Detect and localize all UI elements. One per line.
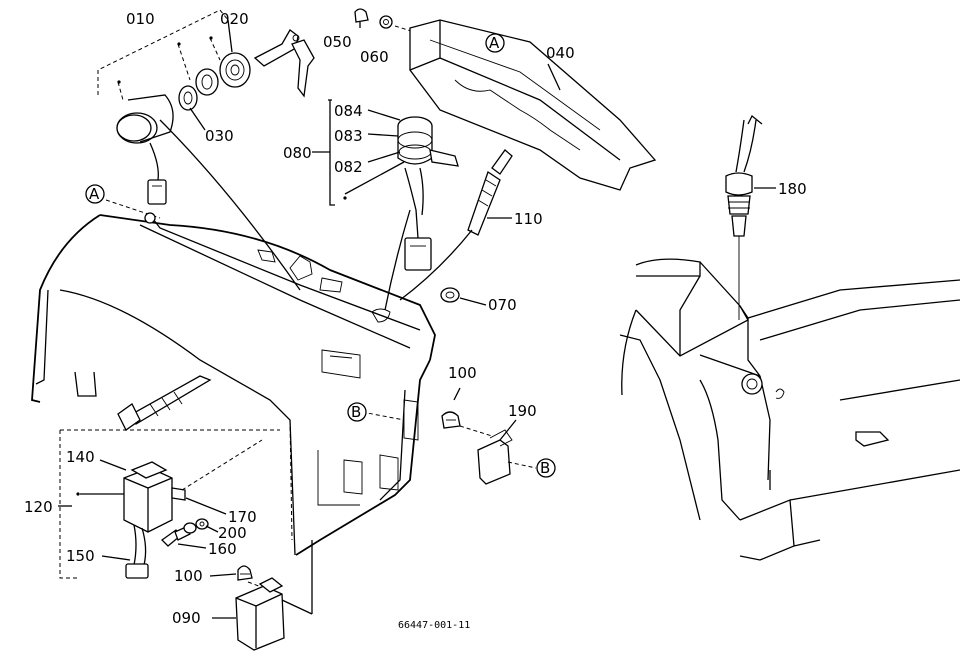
callout-050: 050 [323, 33, 352, 51]
callout-090: 090 [172, 609, 201, 627]
relay-190-assembly [361, 387, 537, 485]
callout-180: 180 [778, 180, 807, 198]
callout-020: 020 [220, 10, 249, 28]
callout-110: 110 [514, 210, 543, 228]
marker-b-relay: B [540, 459, 550, 477]
grommet-070 [440, 287, 487, 306]
callout-084: 084 [334, 102, 363, 120]
callout-190: 190 [508, 402, 537, 420]
engine-side-section [619, 114, 960, 561]
callout-082: 082 [334, 158, 363, 176]
callout-070: 070 [488, 296, 517, 314]
callout-083: 083 [334, 127, 363, 145]
callout-030: 030 [205, 127, 234, 145]
callout-010: 010 [126, 10, 155, 28]
callout-170: 170 [228, 508, 257, 526]
callout-120: 120 [24, 498, 53, 516]
callout-140: 140 [66, 448, 95, 466]
callout-060: 060 [360, 48, 389, 66]
light-switch-assembly [312, 99, 459, 271]
meter-panel-assembly [354, 8, 657, 236]
key-switch-assembly [97, 9, 315, 205]
reference-markers: A A B B [85, 33, 556, 478]
callout-200: 200 [218, 524, 247, 542]
relay-090-assembly [209, 540, 313, 651]
callout-150: 150 [66, 547, 95, 565]
marker-a-left: A [89, 185, 100, 203]
figure-number: 66447-001-11 [398, 620, 470, 631]
marker-b-panel: B [351, 403, 361, 421]
callout-100-upper: 100 [448, 364, 477, 382]
callout-100-lower: 100 [174, 567, 203, 585]
callout-labels: 010 020 030 040 050 060 070 080 082 083 … [24, 10, 807, 627]
callout-160: 160 [208, 540, 237, 558]
callout-040: 040 [546, 44, 575, 62]
marker-a-top: A [489, 34, 500, 52]
timer-relay-group-120 [58, 429, 280, 579]
callout-080: 080 [283, 144, 312, 162]
dash-panel-body [31, 119, 473, 556]
